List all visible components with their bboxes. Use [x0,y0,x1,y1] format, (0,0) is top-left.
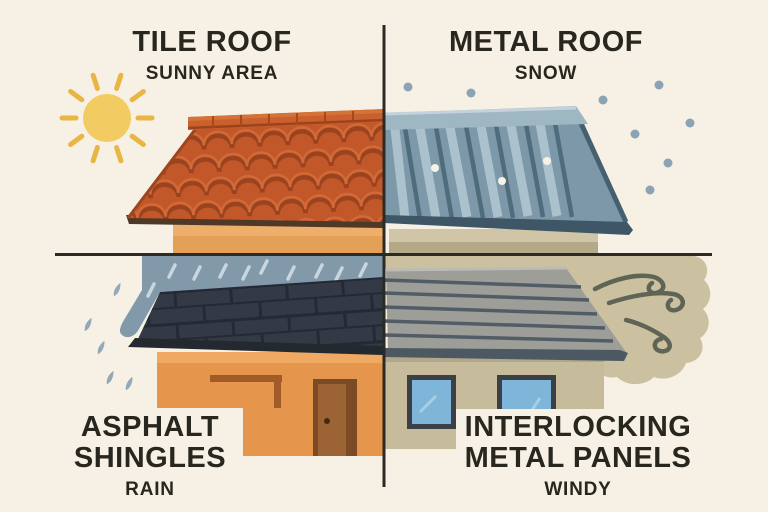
horizontal-divider [55,253,712,256]
rain-streaks [146,259,368,298]
roof-type-title: TILE ROOF [132,26,292,58]
wall-trim [274,375,281,408]
metal-roof-house [383,106,633,253]
rain-icon [84,282,133,391]
climate-subtitle: RAIN [125,479,175,500]
roof-type-title: METAL PANELS [464,442,692,474]
tile-roof-surface [128,119,384,222]
wind-cloud [384,256,711,385]
wind-icon [592,273,685,354]
quadrant-label-interlocking-panels: INTERLOCKING METAL PANELS WINDY [452,412,704,501]
shingle-roof-surface [137,277,384,349]
wall-trim [210,375,282,382]
quadrant-label-tile-roof: TILE ROOF SUNNY AREA [88,27,336,85]
quadrant-label-metal-roof: METAL ROOF SNOW [422,27,670,85]
label-panel-bl [0,408,243,512]
climate-subtitle: SUNNY AREA [145,63,279,84]
climate-subtitle: WINDY [544,479,612,500]
snowfall-icon [403,80,695,195]
window [407,375,456,429]
label-panel-br [456,409,768,512]
sun-icon [59,72,155,164]
roof-type-title: METAL ROOF [448,26,644,58]
roof-type-title: ASPHALT [80,411,220,443]
roof-type-title: INTERLOCKING [464,411,692,443]
panel-roof-house [383,266,628,449]
door-knob [324,418,330,424]
snow-on-roof [431,157,551,185]
shingle-roof-house [119,255,385,456]
climate-subtitle: SNOW [514,63,578,84]
quadrant-label-asphalt-shingles: ASPHALT SHINGLES RAIN [30,412,270,501]
roof-type-title: SHINGLES [73,442,227,474]
door [313,379,357,456]
tile-roof-house [126,109,385,253]
